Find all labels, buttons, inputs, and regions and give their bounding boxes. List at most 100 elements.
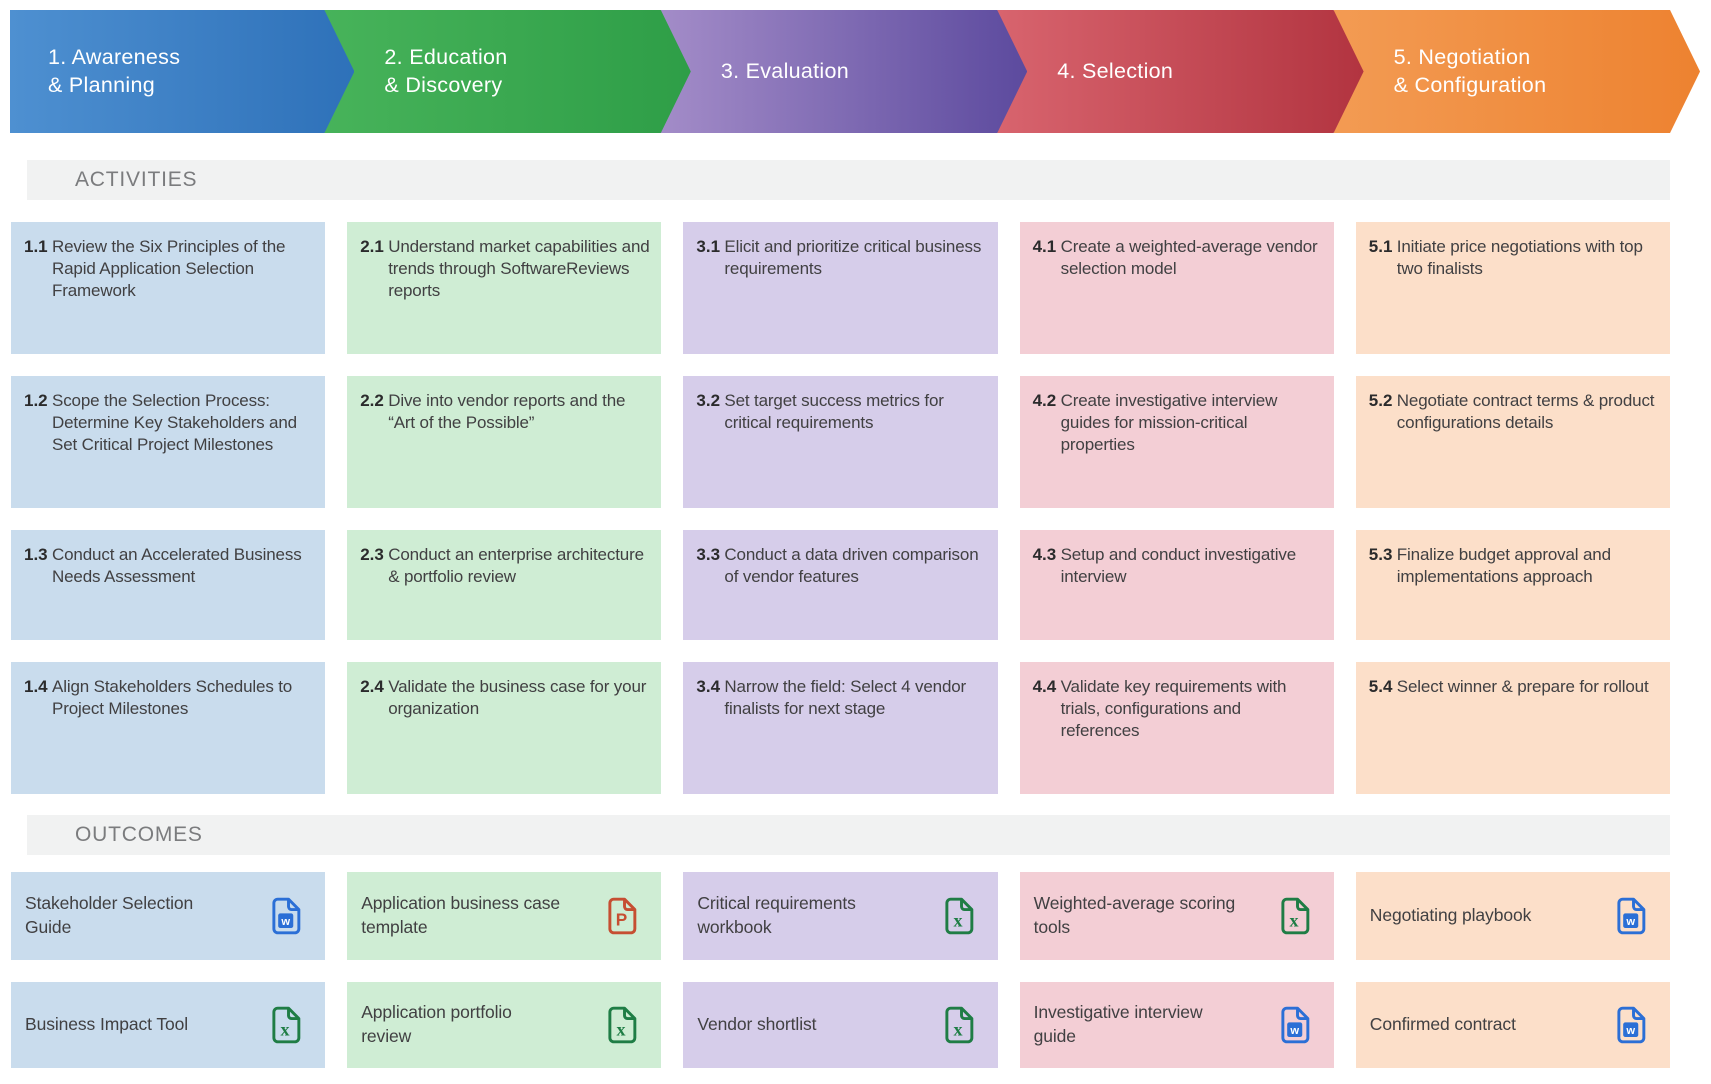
outcome-card-negotiating-playbook: Negotiating playbook w <box>1355 872 1670 960</box>
outcome-card-confirmed-contract: Confirmed contract w <box>1355 982 1670 1068</box>
outcome-card-business-impact-tool: Business Impact Tool x <box>11 982 326 1068</box>
activity-card-5-4: 5.4 Select winner & prepare for rollout <box>1355 662 1670 794</box>
activity-number: 4.4 <box>1032 677 1057 696</box>
activity-number: 2.3 <box>360 545 384 564</box>
activity-number: 1.1 <box>24 237 48 256</box>
phase-arrow-4: 4. Selection <box>997 10 1363 133</box>
outcome-card-investigative-interview-guide: Investigative interview guide w <box>1019 982 1334 1068</box>
activity-card-4-2: 4.2 Create investigative interview guide… <box>1019 376 1334 508</box>
outcome-label: Negotiating playbook <box>1369 905 1532 926</box>
activity-card-3-4: 3.4 Narrow the field: Select 4 vendor fi… <box>683 662 998 794</box>
activity-text: Conduct an enterprise architecture & por… <box>388 545 644 587</box>
svg-text:x: x <box>953 1019 962 1039</box>
activity-card-2-4: 2.4 Validate the business case for your … <box>347 662 662 794</box>
activity-number: 2.4 <box>360 677 384 696</box>
word-doc-icon: w <box>1617 1006 1646 1044</box>
phase-label-3: 3. Evaluation <box>720 58 850 83</box>
activity-number: 2.2 <box>360 391 384 410</box>
activity-number: 3.1 <box>696 237 721 256</box>
outcome-label: Investigative interview guide <box>1033 1002 1203 1046</box>
excel-spreadsheet-icon: x <box>608 1006 637 1044</box>
activities-row-1: 1.1 Review the Six Principles of the Rap… <box>11 222 1670 354</box>
activities-row-3: 1.3 Conduct an Accelerated Business Need… <box>11 530 1670 640</box>
activity-number: 1.2 <box>24 391 48 410</box>
excel-spreadsheet-icon: x <box>945 897 973 935</box>
word-doc-icon: w <box>272 897 301 935</box>
svg-text:x: x <box>281 1019 290 1039</box>
excel-spreadsheet-icon: x <box>945 1006 973 1044</box>
activity-card-2-2: 2.2 Dive into vendor reports and the “Ar… <box>347 376 662 508</box>
svg-text:w: w <box>1625 916 1635 928</box>
outcome-card-application-portfolio-review: Application portfolio review x <box>347 982 662 1068</box>
phase-arrow-3: 3. Evaluation <box>661 10 1027 133</box>
activity-number: 5.4 <box>1368 677 1393 696</box>
activity-card-4-1: 4.1 Create a weighted-average vendor sel… <box>1019 222 1334 354</box>
activity-number: 4.3 <box>1032 545 1057 564</box>
phase-arrow-5: 5. Negotiation & Configuration <box>1334 10 1700 133</box>
activity-text: Understand market capabilities and trend… <box>388 237 650 301</box>
activity-card-2-3: 2.3 Conduct an enterprise architecture &… <box>347 530 662 640</box>
phase-label-5: 5. Negotiation & Configuration <box>1393 44 1547 97</box>
activity-card-4-4: 4.4 Validate key requirements with trial… <box>1019 662 1334 794</box>
outcomes-row-2: Business Impact Tool x Application portf… <box>11 982 1670 1068</box>
activity-text: Validate key requirements with trials, c… <box>1060 677 1287 741</box>
activity-number: 3.2 <box>696 391 721 410</box>
activity-text: Validate the business case for your orga… <box>388 677 647 719</box>
outcome-card-weighted-average-scoring-tools: Weighted-average scoring tools x <box>1019 872 1334 960</box>
activity-text: Create investigative interview guides fo… <box>1060 391 1278 455</box>
activity-card-4-3: 4.3 Setup and conduct investigative inte… <box>1019 530 1334 640</box>
svg-text:P: P <box>616 909 628 929</box>
activity-text: Select winner & prepare for rollout <box>1396 677 1649 696</box>
word-doc-icon: w <box>1617 897 1646 935</box>
activity-text: Negotiate contract terms & product confi… <box>1396 391 1655 433</box>
activity-number: 5.3 <box>1368 545 1393 564</box>
activity-text: Conduct a data driven comparison of vend… <box>724 545 979 587</box>
activity-text: Create a weighted-average vendor selecti… <box>1060 237 1318 279</box>
outcomes-row-1: Stakeholder Selection Guide w Applicatio… <box>11 872 1670 960</box>
outcome-card-application-business-case-template: Application business case template P <box>347 872 662 960</box>
activity-number: 3.3 <box>696 545 721 564</box>
activity-number: 4.1 <box>1032 237 1057 256</box>
excel-spreadsheet-icon: x <box>1281 897 1310 935</box>
activity-card-5-1: 5.1 Initiate price negotiations with top… <box>1355 222 1670 354</box>
outcome-label: Confirmed contract <box>1369 1014 1516 1035</box>
activity-card-3-3: 3.3 Conduct a data driven comparison of … <box>683 530 998 640</box>
activity-card-2-1: 2.1 Understand market capabilities and t… <box>347 222 662 354</box>
svg-text:x: x <box>617 1019 626 1039</box>
activity-text: Elicit and prioritize critical business … <box>724 237 982 279</box>
activity-number: 5.1 <box>1368 237 1393 256</box>
activity-card-5-3: 5.3 Finalize budget approval and impleme… <box>1355 530 1670 640</box>
svg-text:x: x <box>953 910 962 930</box>
activity-card-1-4: 1.4 Align Stakeholders Schedules to Proj… <box>11 662 326 794</box>
phase-arrow-2: 2. Education & Discovery <box>324 10 690 133</box>
svg-text:x: x <box>1289 910 1298 930</box>
activity-text: Review the Six Principles of the Rapid A… <box>52 237 286 301</box>
outcome-label: Application business case template <box>361 893 561 937</box>
phase-arrow-1: 1. Awareness & Planning <box>10 10 354 133</box>
svg-text:w: w <box>1289 1025 1299 1037</box>
phase-label-1: 1. Awareness & Planning <box>48 44 181 97</box>
outcome-card-stakeholder-selection-guide: Stakeholder Selection Guide w <box>11 872 326 960</box>
activity-card-3-1: 3.1 Elicit and prioritize critical busin… <box>683 222 998 354</box>
activity-number: 5.2 <box>1368 391 1393 410</box>
activity-text: Narrow the field: Select 4 vendor finali… <box>724 677 967 719</box>
activity-text: Conduct an Accelerated Business Needs As… <box>52 545 302 587</box>
activity-card-1-1: 1.1 Review the Six Principles of the Rap… <box>11 222 326 354</box>
activity-text: Setup and conduct investigative intervie… <box>1060 545 1297 587</box>
activities-row-4: 1.4 Align Stakeholders Schedules to Proj… <box>11 662 1670 794</box>
outcome-card-vendor-shortlist: Vendor shortlist x <box>683 982 998 1068</box>
outcome-label: Business Impact Tool <box>25 1014 189 1035</box>
activity-card-5-2: 5.2 Negotiate contract terms & product c… <box>1355 376 1670 508</box>
outcomes-section-label: OUTCOMES <box>75 823 203 846</box>
activities-section-header: ACTIVITIES <box>27 160 1670 200</box>
activity-card-3-2: 3.2 Set target success metrics for criti… <box>683 376 998 508</box>
svg-text:w: w <box>281 916 291 928</box>
activity-text: Dive into vendor reports and the “Art of… <box>388 391 626 433</box>
activity-number: 3.4 <box>696 677 721 696</box>
outcome-card-critical-requirements-workbook: Critical requirements workbook x <box>683 872 998 960</box>
activity-card-1-3: 1.3 Conduct an Accelerated Business Need… <box>11 530 326 640</box>
outcome-label: Vendor shortlist <box>697 1014 817 1035</box>
outcome-label: Critical requirements workbook <box>697 893 856 937</box>
activity-text: Initiate price negotiations with top two… <box>1396 237 1643 279</box>
activities-section-label: ACTIVITIES <box>75 168 198 191</box>
